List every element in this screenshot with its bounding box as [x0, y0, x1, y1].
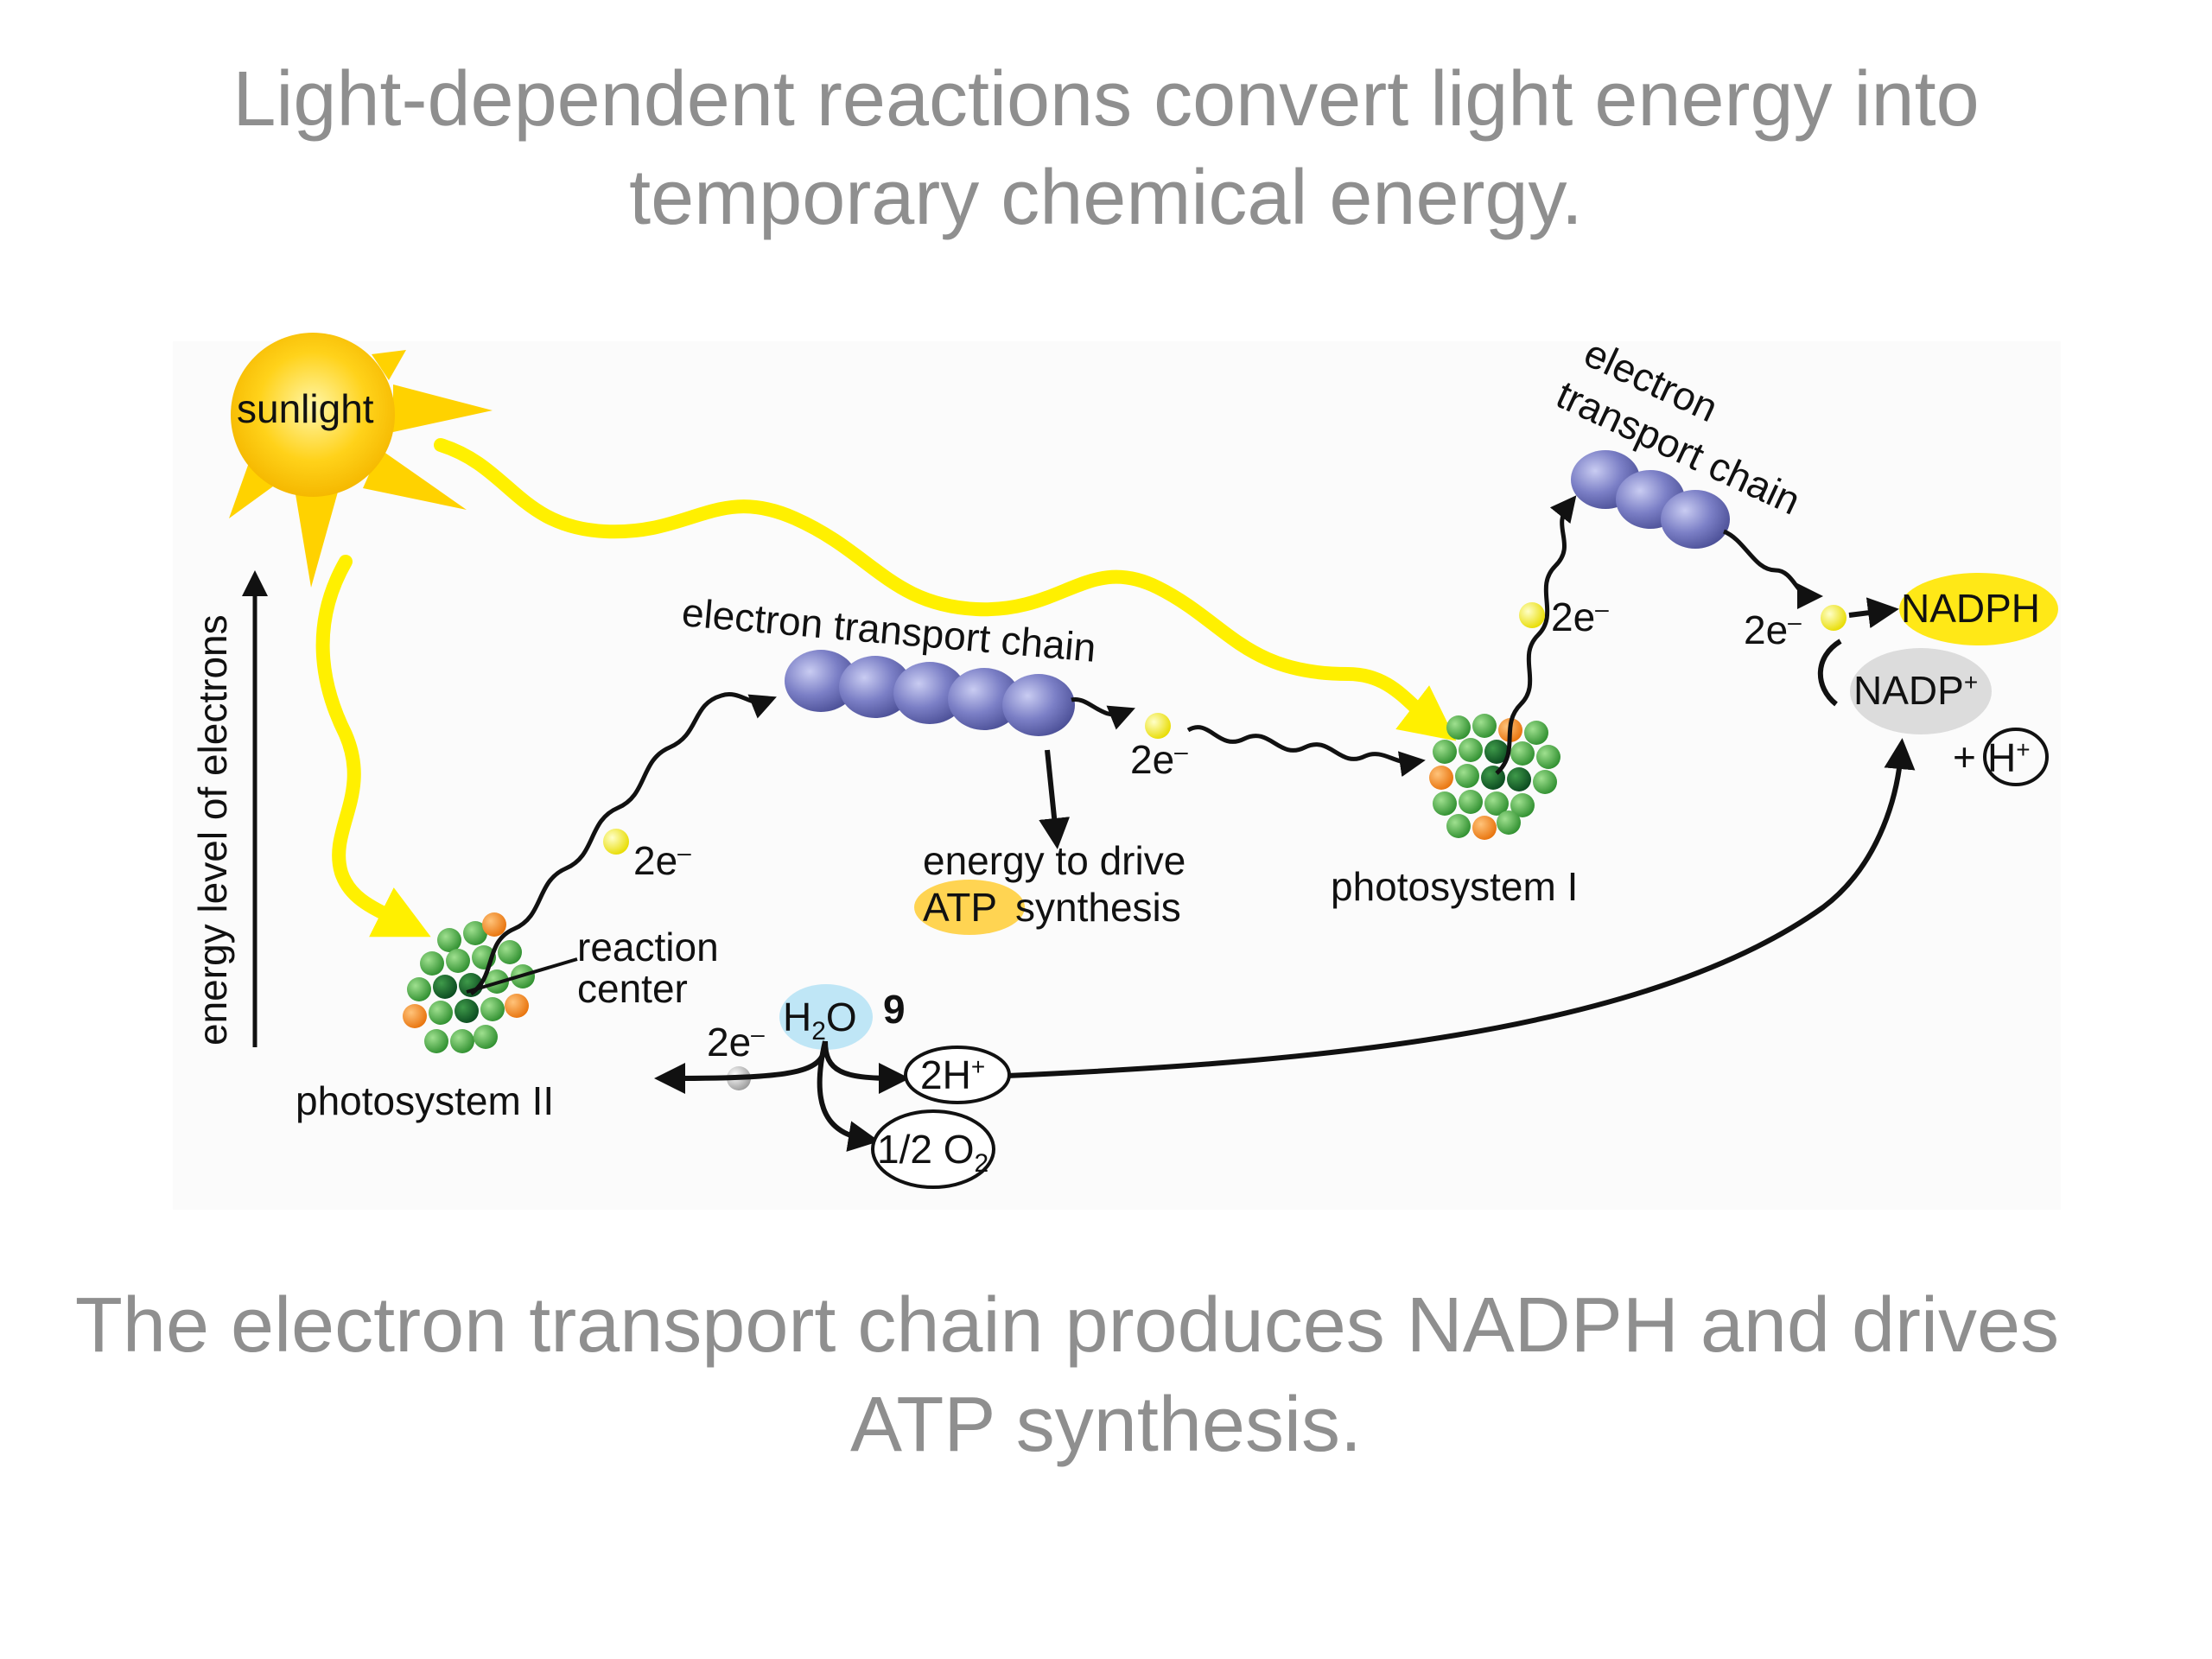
slide-caption-line-1: The electron transport chain produces NA… [74, 1282, 2060, 1369]
diagram-panel [173, 341, 2061, 1210]
energy-label-line-1: energy to drive [923, 838, 1185, 883]
water-split-to-oxygen [817, 1040, 880, 1152]
atp-energy-arrow [1039, 749, 1071, 849]
reaction-center-label-line-1: reaction [577, 925, 719, 969]
water-label: H2O [783, 995, 857, 1046]
nadp-label: NADP+ [1853, 668, 1978, 713]
nadph-label: NADPH [1901, 586, 2040, 631]
synthesis-label: synthesis [1015, 885, 1181, 930]
sunlight-label: sunlight [237, 386, 374, 431]
electron-dot [1519, 602, 1545, 628]
reaction-center-label-line-2: center [577, 966, 688, 1011]
electron-label-water: 2e– [707, 1020, 765, 1065]
slide-caption-line-2: ATP synthesis. [850, 1382, 1362, 1468]
electron-label-etc1: 2e– [1130, 737, 1188, 782]
electron-path-etc1-out [1071, 696, 1135, 730]
electron-dot [1145, 713, 1171, 739]
oxygen-label: 1/2 O2 [877, 1127, 988, 1178]
photosystem-i-cluster [1429, 714, 1560, 840]
photosystem-ii-label: photosystem II [296, 1078, 554, 1123]
step-number: 9 [883, 987, 906, 1032]
electron-label-ps2: 2e– [633, 838, 691, 883]
h-ion-circle [1983, 728, 2049, 786]
sun-icon [229, 333, 493, 588]
nadp-highlight [1850, 648, 1992, 734]
nadph-arrow [1848, 597, 1899, 629]
photosystem-ii-cluster [403, 912, 535, 1053]
electron-transport-chain-2 [1571, 450, 1730, 549]
electron-dot [603, 829, 629, 855]
nadph-highlight [1899, 573, 2058, 645]
reaction-center-pointer [466, 957, 578, 994]
slide-title-line-1: Light-dependent reactions convert light … [232, 56, 1980, 143]
electron-label-ps1: 2e– [1551, 594, 1609, 639]
nadp-curve [1817, 639, 1842, 707]
photosystem-i-label: photosystem I [1331, 864, 1578, 909]
electron-path-ps1-to-etc2 [1495, 495, 1577, 775]
protons-label: 2H+ [920, 1052, 985, 1097]
protons-circle [904, 1046, 1011, 1104]
electron-dot [1821, 605, 1847, 631]
h-ion-plus: + [1953, 734, 1976, 779]
atp-highlight [914, 880, 1025, 935]
oxygen-circle [871, 1109, 995, 1189]
proton-arrow-to-nadp [1006, 738, 1916, 1078]
water-highlight [779, 984, 873, 1050]
light-beam-to-ps2 [315, 555, 431, 938]
light-beam-to-ps1 [434, 438, 1457, 741]
electron-path-etc2-out [1722, 529, 1823, 609]
electron-transport-chain-1 [785, 650, 1075, 736]
electron-path-ps2-to-etc1 [469, 692, 777, 996]
energy-axis-label: energy level of electrons [190, 614, 235, 1046]
electron-path-to-ps1 [1186, 725, 1426, 778]
h-ion-label: H+ [1987, 735, 2031, 780]
atp-label: ATP [923, 885, 997, 930]
electron-label-etc2: 2e– [1744, 607, 1802, 652]
slide-title-line-2: temporary chemical energy. [629, 155, 1583, 241]
